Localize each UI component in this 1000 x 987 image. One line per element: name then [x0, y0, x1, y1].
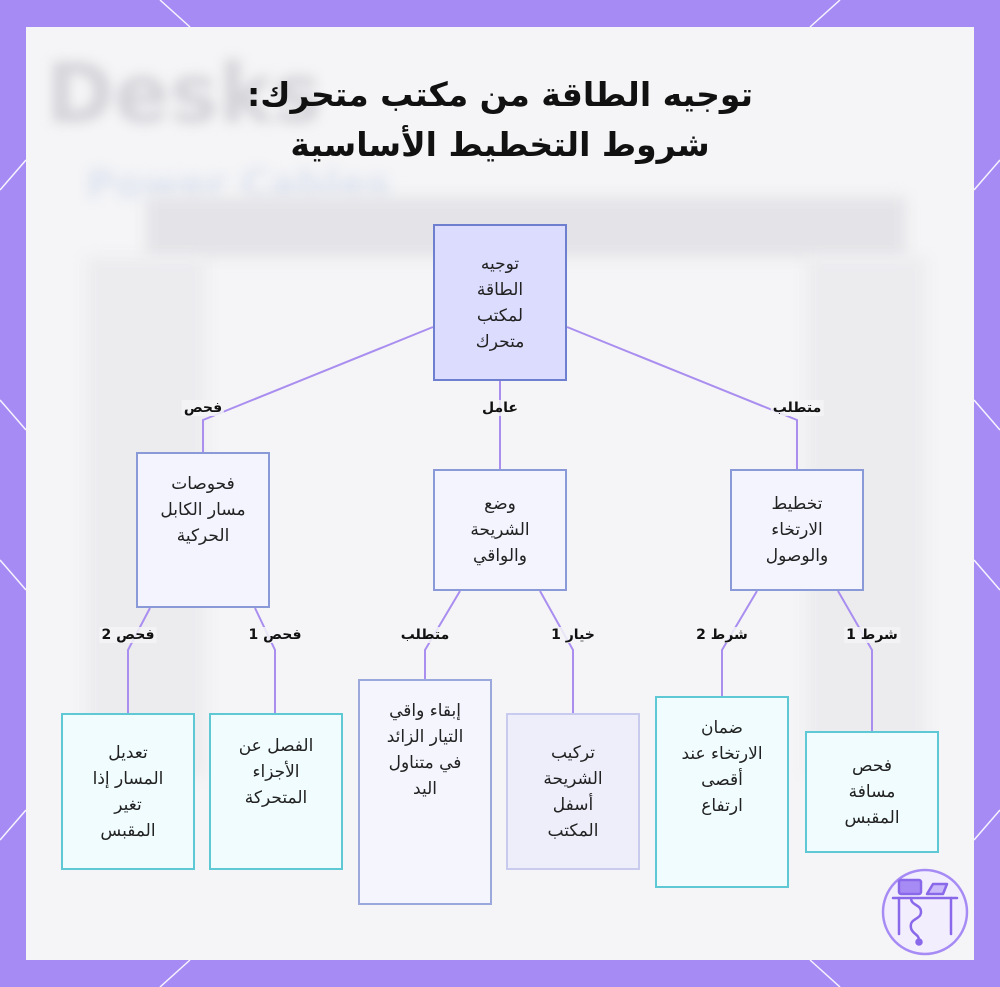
- edge-strip-mount: [539, 590, 574, 713]
- desk-cable-logo-icon: [881, 868, 969, 956]
- node-line: التيار الزائد: [386, 727, 464, 747]
- node-separate-moving-parts: الفصل عن الأجزاء المتحركة: [209, 713, 343, 870]
- node-line: المتحركة: [244, 787, 308, 808]
- node-line: المسار إذا: [92, 768, 164, 789]
- node-line: إبقاء واقي: [389, 701, 461, 721]
- node-line: الحركية: [176, 526, 230, 546]
- title-line-1: توجيه الطاقة من مكتب متحرك:: [247, 75, 753, 114]
- node-line: وضع: [484, 494, 516, 514]
- edge-label-requirement: متطلب: [770, 400, 824, 416]
- node-line: والواقي: [473, 546, 527, 566]
- node-line: تعديل: [108, 742, 148, 763]
- node-reroute: تعديل المسار إذا تغير المقبس: [61, 713, 195, 870]
- node-cable-path-checks: فحوصات مسار الكابل الحركية: [136, 452, 270, 608]
- node-line: الأجزاء: [252, 761, 300, 782]
- edge-root-checks: [202, 326, 434, 452]
- node-line: فحص: [852, 756, 892, 776]
- edge-label-requirement-2: متطلب: [398, 627, 452, 643]
- edge-label-check-2: فحص 2: [99, 627, 157, 643]
- node-line: اليد: [413, 779, 437, 799]
- edge-label-check-1: فحص 1: [246, 627, 304, 643]
- node-line: الشريحة: [543, 768, 603, 789]
- node-line: أقصى: [701, 770, 743, 790]
- edge-plan-distance: [837, 590, 873, 731]
- node-outlet-distance: فحص مسافة المقبس: [805, 731, 939, 853]
- node-line: ارتفاع: [701, 796, 743, 816]
- node-line: تخطيط: [771, 494, 823, 514]
- node-root: توجيه الطاقة لمكتب متحرك: [433, 224, 567, 381]
- diagram-title: توجيه الطاقة من مكتب متحرك: شروط التخطيط…: [0, 70, 1000, 170]
- node-line: الارتخاء: [771, 520, 823, 540]
- edge-root-plan: [566, 326, 798, 469]
- edge-checks-reroute: [127, 607, 151, 713]
- node-line: فحوصات: [171, 474, 235, 494]
- node-line: أسفل: [552, 794, 594, 815]
- edge-strip-keep: [424, 590, 461, 679]
- edge-checks-separate: [254, 607, 276, 713]
- node-ensure-slack: ضمان الارتخاء عند أقصى ارتفاع: [655, 696, 789, 888]
- node-line: المكتب: [547, 820, 599, 841]
- edge-label-condition-2: شرط 2: [694, 627, 750, 643]
- node-root-line: توجيه: [480, 253, 520, 274]
- title-line-2: شروط التخطيط الأساسية: [290, 125, 710, 164]
- node-line: الشريحة: [470, 520, 530, 540]
- node-line: في متناول: [388, 753, 462, 773]
- node-line: الفصل عن: [238, 735, 314, 756]
- edge-label-condition-1: شرط 1: [844, 627, 900, 643]
- node-line: المقبس: [844, 808, 900, 828]
- node-slack-planning: تخطيط الارتخاء والوصول: [730, 469, 864, 591]
- node-line: الارتخاء عند: [681, 744, 763, 764]
- node-root-line: لمكتب: [476, 305, 524, 326]
- node-line: تركيب: [550, 742, 596, 763]
- edge-label-option-1: خيار 1: [549, 627, 597, 643]
- node-line: ضمان: [701, 718, 743, 738]
- node-line: تغير: [114, 794, 142, 815]
- node-mount-strip: تركيب الشريحة أسفل المكتب: [506, 713, 640, 870]
- node-line: والوصول: [765, 546, 829, 566]
- edge-plan-slack: [721, 590, 758, 696]
- node-line: مسافة: [848, 782, 896, 802]
- node-line: المقبس: [100, 820, 156, 841]
- background-word: Desks: [46, 47, 322, 142]
- node-root-line: متحرك: [475, 331, 525, 352]
- node-keep-protector: إبقاء واقي التيار الزائد في متناول اليد: [358, 679, 492, 905]
- node-line: مسار الكابل: [160, 500, 246, 520]
- edge-label-factor: عامل: [480, 400, 520, 416]
- node-strip-placement: وضع الشريحة والواقي: [433, 469, 567, 591]
- edge-label-check: فحص: [181, 400, 225, 416]
- node-root-line: الطاقة: [476, 279, 524, 300]
